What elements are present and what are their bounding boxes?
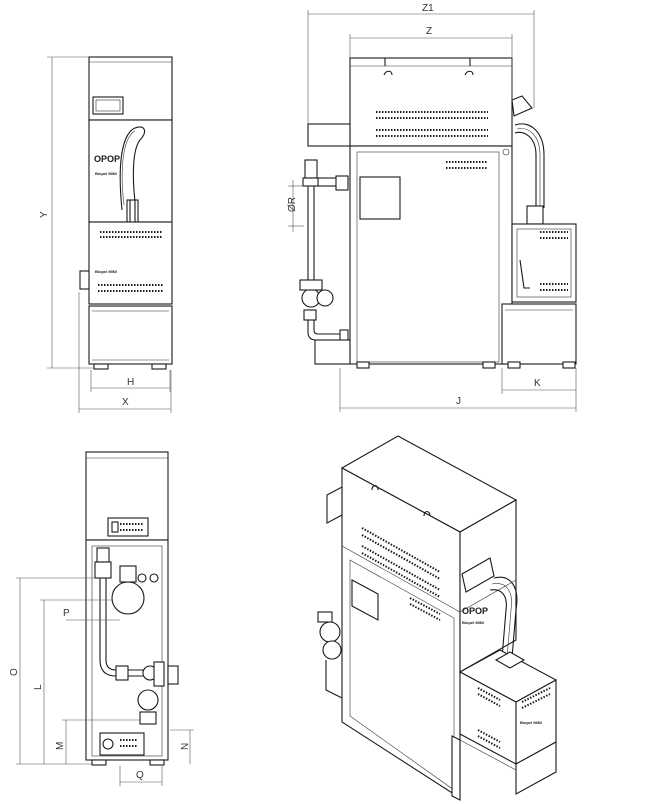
isometric-view: OPOP Biopel MINI Biopel MINI [317, 435, 558, 801]
dim-x-label: X [122, 397, 129, 408]
iso-model-label-lower: Biopel MINI [520, 720, 542, 725]
side-vent-lid [376, 111, 488, 137]
dim-r-label: ØR [287, 197, 298, 212]
dim-z1-label: Z1 [422, 3, 434, 14]
iso-feeder-tube [489, 576, 518, 659]
front-model-label-lower: Biopel MINI [95, 269, 117, 274]
side-dimensions: Z1 Z ØR K J [287, 3, 577, 412]
rear-vent-bottom [120, 739, 138, 747]
front-dimensions: Y H X [39, 56, 172, 413]
side-view [299, 57, 577, 369]
dim-p-label: P [63, 608, 70, 619]
rear-vent-top [120, 523, 144, 531]
dim-j-label: J [456, 396, 461, 407]
control-display [92, 96, 124, 115]
dim-o-label: O [9, 668, 20, 676]
dim-h-label: H [127, 377, 134, 388]
iso-burner-vents [477, 687, 551, 749]
dim-z-label: Z [426, 26, 432, 37]
dim-y-label: Y [39, 211, 50, 218]
iso-pump [317, 611, 343, 699]
iso-vents [361, 527, 441, 621]
dim-l-label: L [33, 684, 44, 690]
flue-outlet [111, 581, 145, 615]
front-logo: OPOP [94, 154, 120, 164]
dim-n-label: N [180, 743, 191, 750]
iso-display [461, 557, 495, 593]
side-vent-body [446, 161, 488, 169]
front-view: OPOP Biopel MINI Biopel MINI [79, 56, 173, 370]
side-access-panel [359, 176, 401, 220]
dim-k-label: K [534, 378, 541, 389]
rear-view [85, 451, 179, 766]
front-vent-top [100, 231, 162, 238]
dim-q-label: Q [136, 770, 144, 781]
side-feeder-tube [514, 123, 545, 225]
feeder-tube [119, 126, 146, 223]
pipe-assembly [299, 159, 349, 343]
front-vent-bottom [98, 284, 164, 292]
iso-logo: OPOP [462, 606, 488, 616]
front-model-label: Biopel MINI [95, 171, 117, 176]
dim-m-label: M [55, 742, 66, 750]
rear-pipe-assembly [94, 547, 165, 725]
iso-model-label: Biopel MINI [462, 620, 484, 625]
rear-dimensions: O L P M N Q [9, 577, 194, 786]
